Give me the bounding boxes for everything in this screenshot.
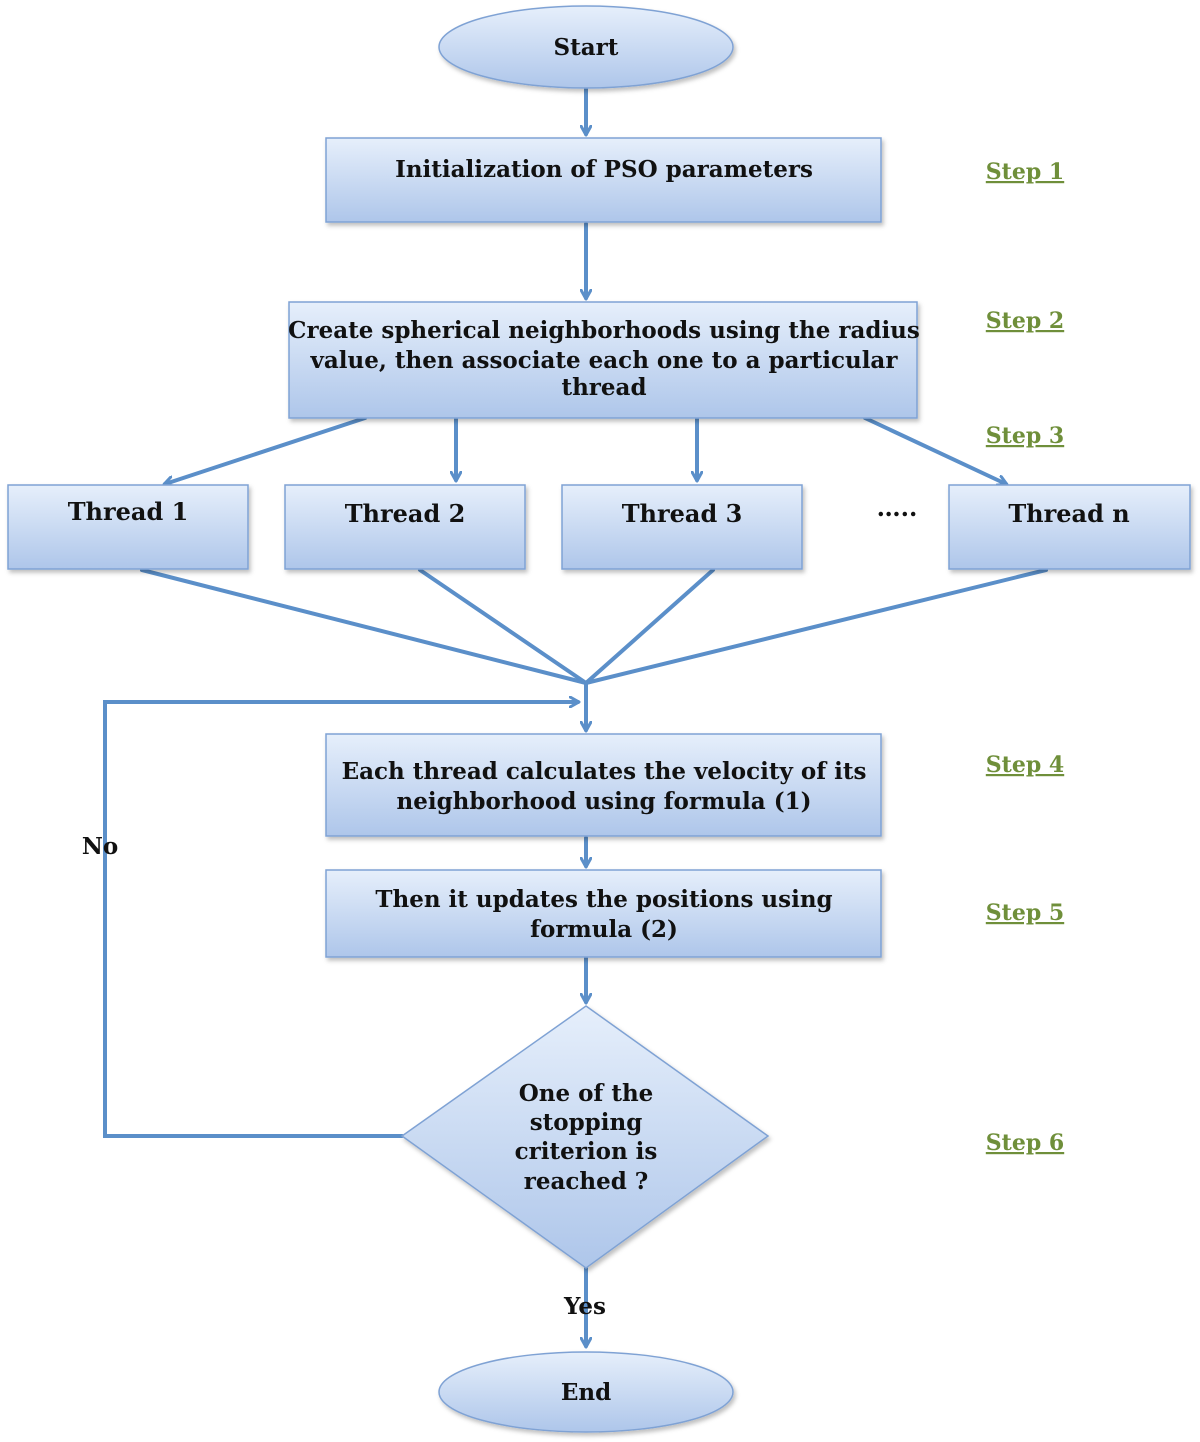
thread2-node (284, 484, 526, 570)
edge-labels: No Yes (82, 833, 606, 1320)
node-texts: Start Initialization of PSO parameters C… (68, 34, 1130, 1406)
no-label: No (82, 833, 118, 860)
ellipsis-label: ….. (877, 493, 918, 522)
step-5-label: Step 5 (986, 900, 1064, 926)
start-node (438, 5, 734, 89)
threadn-node (948, 484, 1191, 570)
edge-create-to-threadn (863, 416, 1006, 484)
thread3-node (561, 484, 803, 570)
decision-label-line-3: criterion is (515, 1138, 658, 1165)
positions-label-line-2: formula (2) (530, 916, 678, 943)
positions-node (325, 869, 882, 958)
thread3-label: Thread 3 (622, 499, 743, 528)
edge-thread3-to-merge (584, 568, 715, 685)
decision-label-line-1: One of the (519, 1080, 654, 1107)
step-labels: Step 1 Step 2 Step 3 Step 4 Step 5 Step … (986, 159, 1064, 1156)
velocity-node (325, 733, 882, 837)
thread2-label: Thread 2 (345, 499, 466, 528)
end-label: End (561, 1379, 611, 1406)
create-node (288, 301, 918, 419)
thread1-node (7, 484, 249, 570)
create-label-line-3: thread (561, 374, 646, 401)
decision-label-line-4: reached ? (524, 1168, 649, 1195)
step-1-label: Step 1 (986, 159, 1064, 185)
yes-label: Yes (563, 1293, 606, 1320)
create-label-line-2: value, then associate each one to a part… (310, 347, 899, 374)
edge-create-to-thread1 (165, 416, 367, 484)
velocity-label-line-2: neighborhood using formula (1) (397, 788, 812, 815)
edge-thread1-to-merge (140, 568, 588, 685)
step-2-label: Step 2 (986, 308, 1064, 334)
create-label-line-1: Create spherical neighborhoods using the… (288, 317, 920, 344)
step-4-label: Step 4 (986, 752, 1064, 778)
edge-thread2-to-merge (418, 568, 588, 685)
init-label: Initialization of PSO parameters (395, 156, 813, 183)
edges (103, 86, 1048, 1346)
edge-decision-no-loop (103, 702, 578, 1138)
end-node (438, 1351, 734, 1433)
init-node (325, 137, 882, 223)
decision-label-line-2: stopping (530, 1109, 643, 1136)
step-6-label: Step 6 (986, 1130, 1064, 1156)
nodes (7, 5, 1191, 1433)
positions-label-line-1: Then it updates the positions using (375, 886, 832, 913)
step-3-label: Step 3 (986, 423, 1064, 449)
thread1-label: Thread 1 (68, 497, 189, 526)
threadn-label: Thread n (1008, 499, 1129, 528)
start-label: Start (554, 34, 619, 61)
decision-node (400, 1005, 770, 1269)
velocity-label-line-1: Each thread calculates the velocity of i… (342, 758, 867, 785)
edge-threadn-to-merge (584, 568, 1048, 685)
